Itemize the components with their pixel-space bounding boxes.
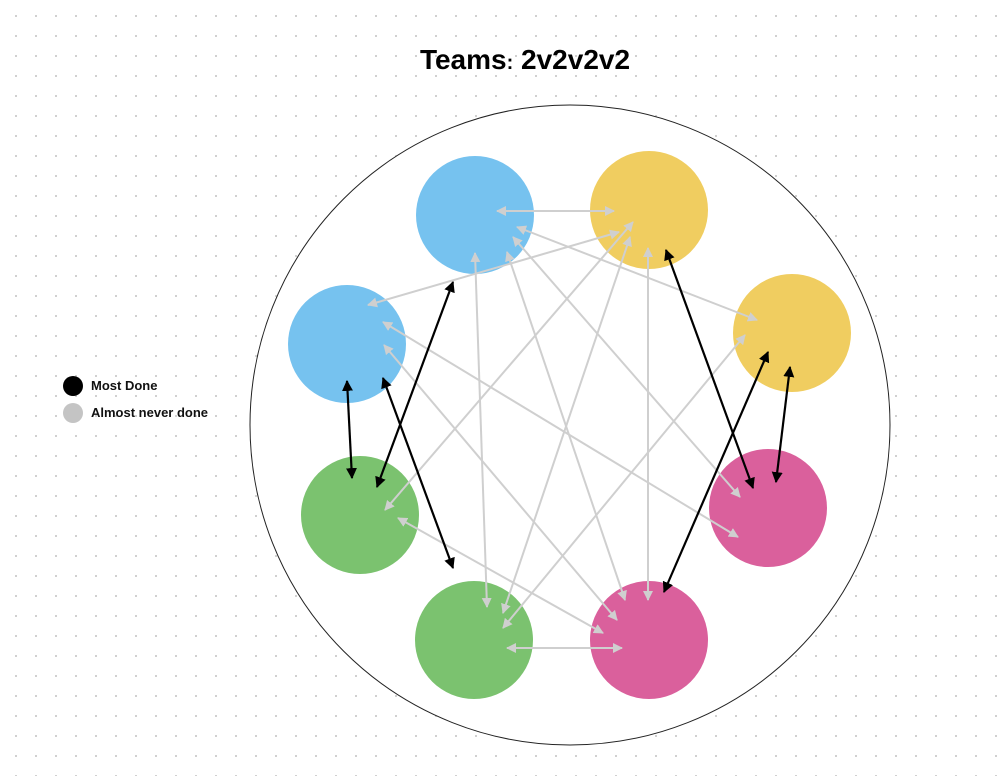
diagram-title: Teams: 2v2v2v2 xyxy=(0,44,1000,76)
black-dot-icon xyxy=(63,375,83,396)
title-label: Teams xyxy=(419,44,507,75)
player-node-green-2 xyxy=(415,581,533,699)
most-done-arrow-blue-2-green-1 xyxy=(342,379,357,480)
title-value: 2v2v2v2 xyxy=(521,44,631,75)
legend: Most Done Almost never done xyxy=(63,372,208,426)
player-node-pink-1 xyxy=(709,449,827,567)
legend-label: Most Done xyxy=(91,378,158,393)
legend-item-almost-never: Almost never done xyxy=(63,399,208,426)
player-node-green-1 xyxy=(301,456,419,574)
title-colon: : xyxy=(506,52,514,74)
player-node-yellow-2 xyxy=(733,274,851,392)
gray-dot-icon xyxy=(63,402,83,423)
most-done-arrow-blue-2-green-2 xyxy=(381,376,455,570)
legend-item-most-done: Most Done xyxy=(63,372,208,399)
most-done-arrow-yellow-2-pink-1 xyxy=(771,365,795,484)
most-done-arrow-yellow-2-pink-2 xyxy=(662,350,770,594)
legend-label: Almost never done xyxy=(91,405,209,420)
